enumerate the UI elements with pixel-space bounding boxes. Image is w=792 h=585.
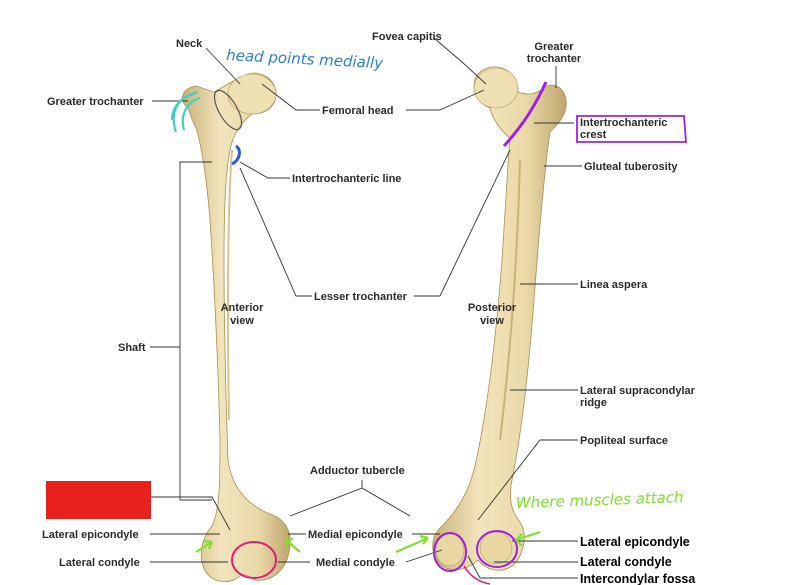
label-popliteal-surface: Popliteal surface	[580, 435, 668, 447]
lateral-condyle-circle	[231, 541, 277, 579]
posterior-femur	[432, 66, 567, 571]
label-greater-trochanter-posterior-2: trochanter	[527, 53, 582, 65]
label-posterior-view-2: view	[480, 315, 504, 327]
label-greater-trochanter-posterior-1: Greater	[534, 41, 574, 53]
label-lateral-epicondyle-anterior: Lateral epicondyle	[42, 529, 139, 541]
labels: Neck Fovea capitis Greater trochanter Gr…	[42, 31, 696, 585]
label-lateral-supracondylar-1: Lateral supracondylar	[580, 385, 696, 397]
label-shaft: Shaft	[118, 342, 146, 354]
label-neck: Neck	[176, 38, 203, 50]
label-medial-condyle: Medial condyle	[316, 557, 395, 569]
neck-outline	[213, 89, 243, 131]
medial-condyle-circle	[433, 532, 467, 572]
note-where-muscles-attach: Where muscles attach	[516, 488, 684, 512]
label-lateral-condyle-posterior: Lateral condyle	[580, 555, 672, 569]
green-arrows	[195, 530, 541, 554]
intertrochanteric-line-highlight	[231, 144, 241, 166]
label-greater-trochanter-anterior: Greater trochanter	[47, 96, 144, 108]
label-lateral-condyle-anterior: Lateral condyle	[59, 557, 140, 569]
label-linea-aspera: Linea aspera	[580, 279, 648, 291]
lateral-condyle-circle-posterior	[476, 530, 518, 568]
ink-annotations	[170, 81, 687, 585]
label-posterior-view-1: Posterior	[468, 302, 517, 314]
redaction-box	[46, 481, 151, 519]
intertrochanteric-crest-box	[576, 115, 687, 143]
label-femoral-head: Femoral head	[322, 105, 394, 117]
intertrochanteric-crest-highlight	[502, 81, 548, 148]
label-fovea-capitis: Fovea capitis	[372, 31, 442, 43]
label-lesser-trochanter: Lesser trochanter	[314, 291, 408, 303]
label-gluteal-tuberosity: Gluteal tuberosity	[584, 161, 678, 173]
label-adductor-tubercle: Adductor tubercle	[310, 465, 405, 477]
label-intertrochanteric-crest-2: crest	[580, 129, 607, 141]
label-medial-epicondyle: Medial epicondyle	[308, 529, 403, 541]
note-head-points-medially: head points medially	[226, 46, 385, 72]
leader-lines	[150, 37, 582, 579]
label-anterior-view-2: view	[230, 315, 254, 327]
label-anterior-view-1: Anterior	[221, 302, 265, 314]
label-lateral-epicondyle-posterior: Lateral epicondyle	[580, 535, 690, 549]
greater-trochanter-highlight	[170, 90, 201, 133]
anterior-femur	[182, 72, 291, 582]
label-intertrochanteric-line: Intertrochanteric line	[292, 173, 401, 185]
label-lateral-supracondylar-2: ridge	[580, 397, 607, 409]
label-intertrochanteric-crest-1: Intertrochanteric	[580, 117, 667, 129]
label-intercondylar-fossa: Intercondylar fossa	[580, 572, 696, 585]
